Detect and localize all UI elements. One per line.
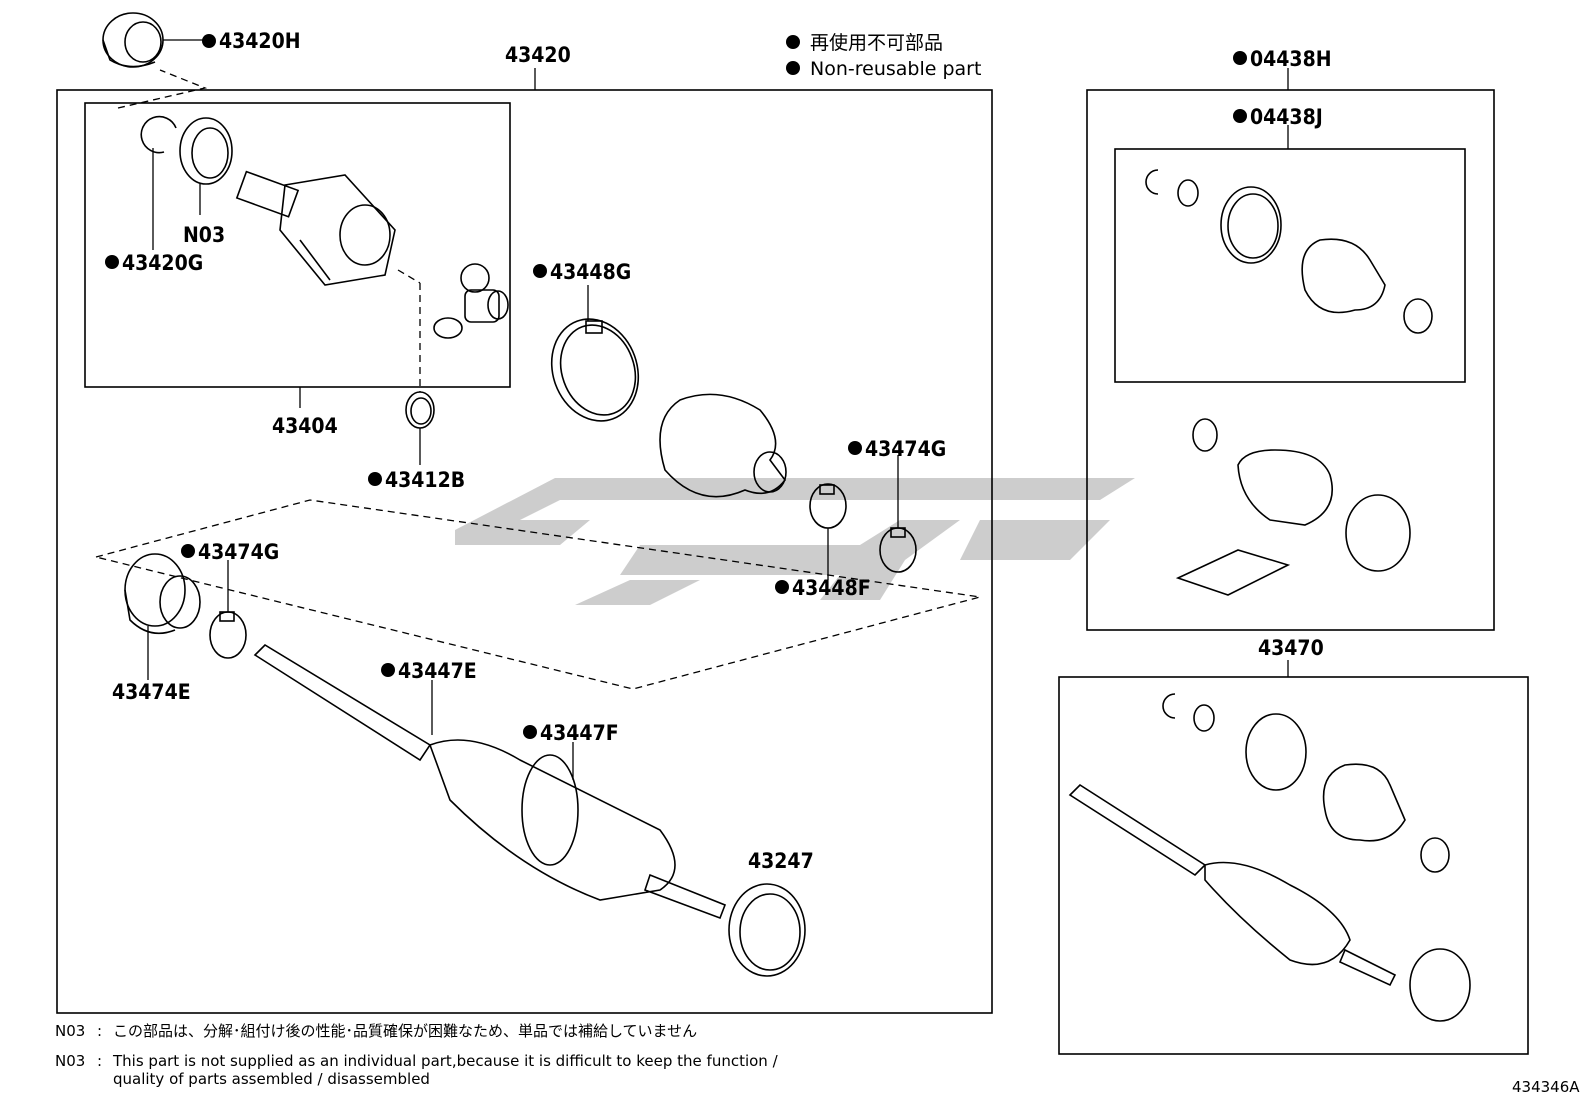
legend-en-text: Non-reusable part — [810, 58, 981, 80]
note1-text: この部品は、分解･組付け後の性能･品質確保が困難なため、単品では補給していません — [113, 1022, 697, 1040]
label-04438H[interactable]: 04438H — [1250, 47, 1332, 71]
label-04438J[interactable]: 04438J — [1250, 105, 1323, 129]
assembly-box-43404 — [84, 102, 511, 388]
label-43448G[interactable]: 43448G — [550, 260, 631, 284]
label-43420G[interactable]: 43420G — [122, 251, 203, 275]
label-43412B[interactable]: 43412B — [385, 468, 465, 492]
footnotes: N03 : この部品は、分解･組付け後の性能･品質確保が困難なため、単品では補給… — [55, 1022, 779, 1088]
legend-bullet-jp — [786, 35, 800, 49]
note2-text-line1: This part is not supplied as an individu… — [112, 1052, 779, 1070]
assembly-box-43470 — [1058, 676, 1529, 1055]
label-43470[interactable]: 43470 — [1258, 636, 1324, 660]
reference-code: 434346A — [1512, 1078, 1580, 1096]
label-43474G-upper[interactable]: 43474G — [865, 437, 946, 461]
part-drawings — [102, 12, 1471, 1022]
label-43474G-lower[interactable]: 43474G — [198, 540, 279, 564]
assembly-box-43420 — [56, 89, 993, 1014]
watermark-logo — [455, 478, 1135, 605]
label-N03[interactable]: N03 — [183, 223, 225, 247]
label-43404[interactable]: 43404 — [272, 414, 338, 438]
note1-code: N03 — [55, 1022, 85, 1040]
legend-bullet-en — [786, 61, 800, 75]
label-43447E[interactable]: 43447E — [398, 659, 477, 683]
note1-sep: : — [97, 1022, 102, 1040]
kit-box-04438J — [1114, 148, 1466, 383]
kit-box-04438H — [1086, 89, 1495, 631]
note2-sep: : — [97, 1052, 102, 1070]
label-43420H[interactable]: 43420H — [219, 29, 301, 53]
part-labels: 43420H 43420 43420G N03 43404 43412B 434… — [105, 29, 1332, 873]
label-43420[interactable]: 43420 — [505, 43, 571, 67]
note2-text-line2: quality of parts assembled / disassemble… — [113, 1070, 430, 1088]
legend-jp-text: 再使用不可部品 — [810, 32, 943, 54]
label-43448F[interactable]: 43448F — [792, 576, 871, 600]
legend: 再使用不可部品 Non-reusable part — [786, 32, 981, 80]
label-43447F[interactable]: 43447F — [540, 721, 619, 745]
label-43247[interactable]: 43247 — [748, 849, 814, 873]
label-43474E[interactable]: 43474E — [112, 680, 191, 704]
note2-code: N03 — [55, 1052, 85, 1070]
leader-lines — [147, 39, 899, 780]
